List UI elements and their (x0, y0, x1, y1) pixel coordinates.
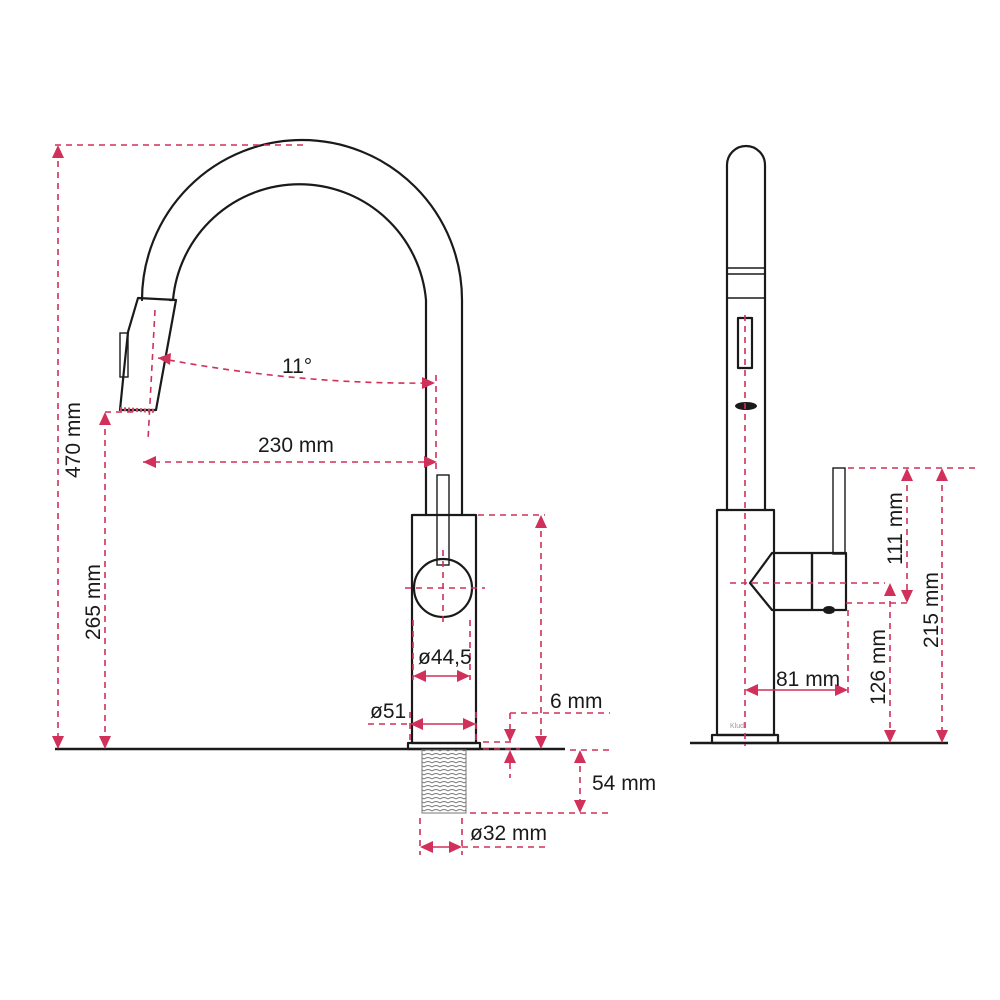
dim-lever-height: 111 mm (884, 492, 907, 565)
side-spout (725, 144, 767, 512)
threaded-shank (421, 749, 467, 814)
dim-shank-length: 54 mm (592, 772, 656, 795)
dim-body-diameter: ø51 (370, 700, 406, 723)
front-view: 470 mm 265 mm 11° 230 mm ø44,5 (52, 138, 656, 855)
dim-total-height: 470 mm (62, 402, 85, 478)
dim-swivel-angle: 11° (282, 355, 312, 378)
faucet-base (406, 741, 482, 751)
dim-lever-axis-height: 126 mm (867, 629, 890, 705)
dim-lever-length: 215 mm (920, 572, 943, 648)
spray-button (119, 332, 129, 378)
dim-base-height: 6 mm (550, 690, 603, 713)
side-lever-knob (823, 606, 835, 614)
spout-outline (140, 138, 464, 517)
dim-lever-offset: 81 mm (776, 668, 840, 691)
faucet-body (410, 513, 478, 745)
dim-lever-diameter: ø44,5 (418, 646, 472, 669)
dim-spout-height: 265 mm (82, 564, 105, 640)
side-lever-hub (748, 551, 814, 612)
side-lever-stick (832, 467, 846, 555)
side-lever-block (810, 551, 848, 612)
side-nozzle (735, 402, 757, 410)
dim-spout-reach: 230 mm (258, 434, 334, 457)
side-view: Kludi 111 mm 215 mm 126 mm 81 mm (690, 144, 975, 746)
dim-shank-diameter: ø32 mm (470, 822, 547, 845)
brand-mark: Kludi (730, 723, 746, 730)
